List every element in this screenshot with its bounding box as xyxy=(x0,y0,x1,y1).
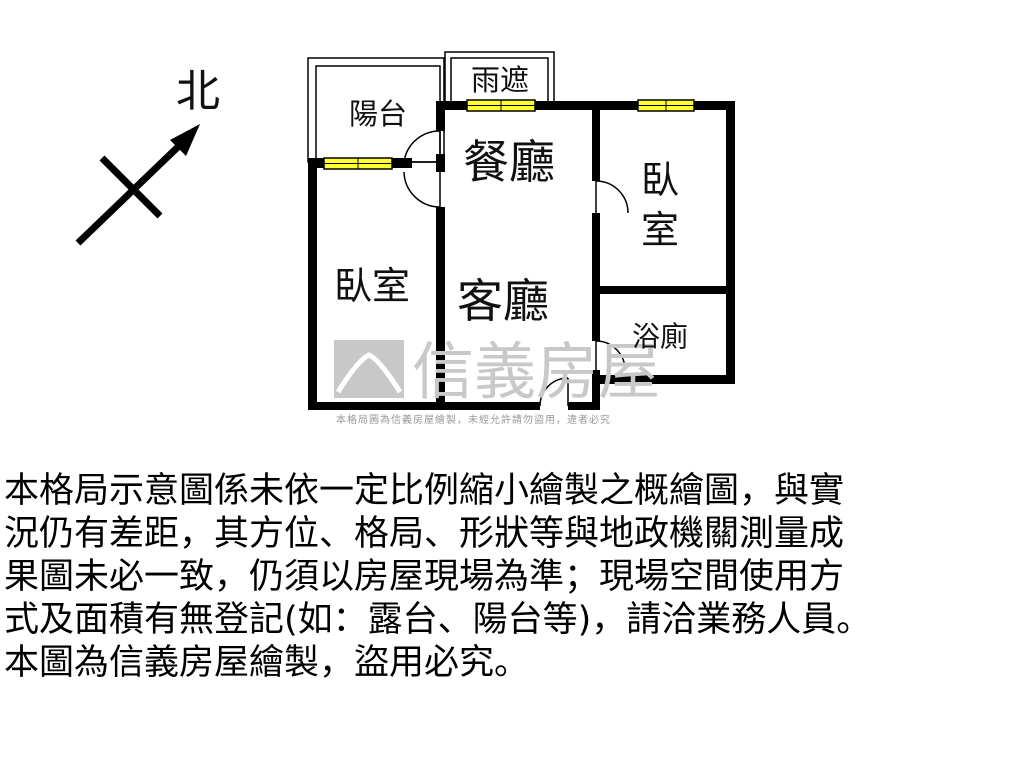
wall-bottom-mid xyxy=(568,402,598,410)
compass-cross-bar xyxy=(99,155,163,219)
disclaimer-line-1: 本格局示意圖係未依一定比例縮小繪製之概繪圖，與實 xyxy=(4,471,845,511)
wall-dining-bedroom-lower xyxy=(592,213,600,341)
walls xyxy=(308,101,735,410)
room-labels: 陽台 雨遮 餐廳 臥 室 臥室 客廳 浴廁 xyxy=(334,63,688,353)
disclaimer-line-2: 況仍有差距，其方位、格局、形狀等與地政機關測量成 xyxy=(4,514,845,554)
wall-dining-bedroom-upper xyxy=(592,101,600,181)
windows xyxy=(323,99,695,170)
disclaimer-line-4: 式及面積有無登記(如：露台、陽台等)，請洽業務人員。 xyxy=(4,600,872,640)
watermark-notice: 本格局圖為信義房屋繪製，未經允許請勿盜用，違者必究 xyxy=(336,413,611,426)
wall-bedroom-bath xyxy=(596,286,735,294)
disclaimer-line-5: 本圖為信義房屋繪製，盜用必究。 xyxy=(4,643,530,683)
room-label-balcony: 陽台 xyxy=(349,97,407,131)
room-label-bedroom-right-2: 室 xyxy=(641,208,679,252)
doors xyxy=(403,130,629,407)
compass-arrow-shaft xyxy=(75,140,185,246)
wall-right xyxy=(726,101,735,384)
door-left-bedroom-arc xyxy=(403,171,441,208)
disclaimer-text: 本格局示意圖係未依一定比例縮小繪製之概繪圖，與實 況仍有差距，其方位、格局、形狀… xyxy=(4,470,1020,685)
wall-bath-bottom xyxy=(592,370,600,410)
window-top-bedroom xyxy=(637,99,695,112)
compass-north-label: 北 xyxy=(176,66,220,117)
compass-arrow-head xyxy=(170,124,200,156)
window-top-dining xyxy=(466,99,536,112)
watermark-logo-roof xyxy=(335,352,403,394)
room-label-canopy: 雨遮 xyxy=(471,63,529,97)
room-label-bedroom-right-1: 臥 xyxy=(641,158,679,202)
floor-plan: 北 xyxy=(75,51,735,426)
door-balcony-arc xyxy=(403,130,441,163)
wall-left xyxy=(308,158,317,410)
room-label-bedroom-left: 臥室 xyxy=(334,264,410,308)
watermark: 信義房屋 本格局圖為信義房屋繪製，未經允許請勿盜用，違者必究 xyxy=(334,335,660,426)
wall-top xyxy=(436,101,734,110)
room-label-living: 客廳 xyxy=(457,274,549,328)
wall-bottom-left xyxy=(308,402,540,410)
wall-left-interior xyxy=(436,207,445,407)
door-bath-arc xyxy=(595,340,626,371)
wall-bottom-right xyxy=(594,375,735,384)
wall-stub-mid xyxy=(436,154,445,172)
door-entrance-arc xyxy=(539,377,569,407)
wall-stub-top xyxy=(436,101,445,131)
disclaimer-line-3: 果圖未必一致，仍須以房屋現場為準；現場空間使用方 xyxy=(4,557,845,597)
compass: 北 xyxy=(75,66,220,246)
watermark-logo xyxy=(334,340,404,398)
room-label-dining: 餐廳 xyxy=(463,135,555,189)
window-top-left-bedroom xyxy=(323,157,393,170)
room-label-bathroom: 浴廁 xyxy=(632,320,688,353)
watermark-brand: 信義房屋 xyxy=(412,335,660,408)
door-right-bedroom-arc xyxy=(595,180,629,214)
